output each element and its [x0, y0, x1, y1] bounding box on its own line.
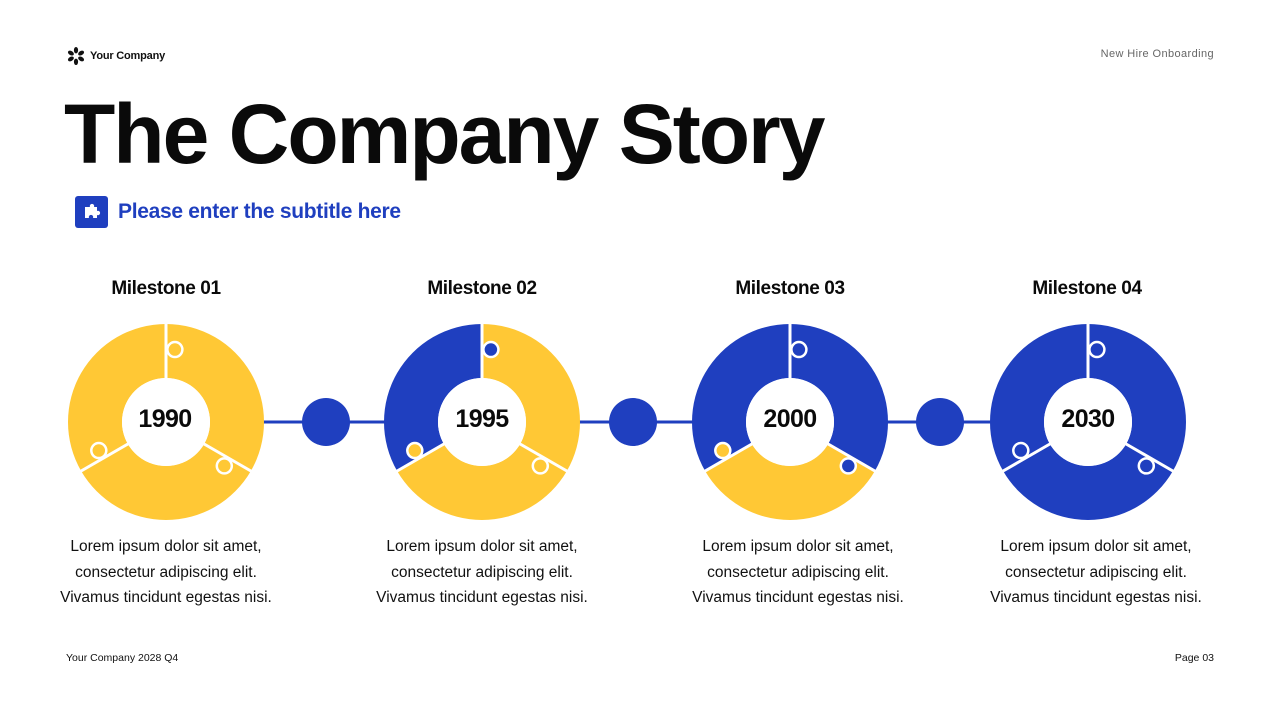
ring-segment — [166, 324, 264, 471]
puzzle-ring — [384, 322, 580, 520]
ring-center — [122, 378, 210, 466]
ring-seam — [702, 442, 754, 474]
puzzle-knob — [790, 340, 808, 359]
ring-segment — [384, 324, 482, 471]
ring-segment — [67, 324, 166, 471]
milestone-label-01: Milestone 01 — [111, 278, 221, 299]
ring-segment — [705, 444, 875, 520]
ring-segment — [1003, 444, 1173, 520]
footer-company: Your Company 2028 Q4 — [66, 652, 179, 664]
ring-segment — [482, 324, 580, 471]
timeline-dot — [302, 398, 350, 446]
ring-seam — [202, 442, 254, 474]
section-label: New Hire Onboarding — [1100, 48, 1214, 60]
timeline-dot — [609, 398, 657, 446]
milestone-label-02: Milestone 02 — [427, 278, 537, 299]
milestone-year-01: 1990 — [138, 405, 192, 433]
ring-seam — [1000, 442, 1052, 474]
subtitle-row: Please enter the subtitle here — [75, 196, 401, 228]
puzzle-piece-icon — [75, 196, 108, 228]
ring-seam — [1124, 442, 1176, 474]
desc-line: consectetur adipiscing elit. — [75, 563, 257, 581]
puzzle-knob — [406, 441, 424, 460]
ring-seam — [78, 442, 130, 474]
milestone-year-02: 1995 — [455, 405, 509, 433]
ring-seam — [518, 442, 570, 474]
puzzle-knob — [1137, 457, 1156, 475]
milestone-desc-01: Lorem ipsum dolor sit amet, consectetur … — [36, 534, 296, 611]
desc-line: Lorem ipsum dolor sit amet, — [1000, 538, 1192, 555]
page-title: The Company Story — [64, 87, 825, 181]
milestone-year-04: 2030 — [1061, 405, 1115, 433]
ring-center — [438, 378, 526, 466]
milestone-desc-03: Lorem ipsum dolor sit amet, consectetur … — [668, 534, 928, 611]
milestone-desc-04: Lorem ipsum dolor sit amet, consectetur … — [966, 534, 1226, 611]
desc-line: Vivamus tincidunt egestas nisi. — [60, 589, 272, 606]
puzzle-knob — [166, 340, 184, 359]
puzzle-knob — [531, 457, 550, 475]
puzzle-knob — [215, 457, 234, 475]
ring-segment — [1088, 324, 1186, 471]
desc-line: consectetur adipiscing elit. — [1005, 563, 1187, 581]
page-number: Page 03 — [1174, 652, 1214, 664]
desc-line: Vivamus tincidunt egestas nisi. — [376, 589, 588, 606]
ring-center — [746, 378, 834, 466]
desc-line: Vivamus tincidunt egestas nisi. — [990, 589, 1202, 606]
asterisk-flower-icon — [67, 47, 85, 65]
desc-line: consectetur adipiscing elit. — [391, 563, 573, 581]
puzzle-knob — [1088, 340, 1106, 359]
desc-line: Lorem ipsum dolor sit amet, — [702, 538, 894, 555]
puzzle-knob — [839, 457, 858, 475]
desc-line: consectetur adipiscing elit. — [707, 563, 889, 581]
desc-line: Vivamus tincidunt egestas nisi. — [692, 589, 904, 606]
milestone-desc-02: Lorem ipsum dolor sit amet, consectetur … — [352, 534, 612, 611]
puzzle-ring — [990, 322, 1186, 520]
puzzle-knob — [714, 441, 732, 460]
ring-segment — [990, 324, 1088, 471]
milestone-label-03: Milestone 03 — [735, 278, 845, 299]
ring-segment — [790, 324, 888, 471]
milestone-year-03: 2000 — [763, 405, 817, 433]
brand-name: Your Company — [90, 50, 166, 62]
puzzle-knob — [482, 340, 500, 359]
ring-segment — [691, 324, 790, 471]
puzzle-ring — [67, 322, 264, 520]
puzzle-knob — [1012, 441, 1030, 460]
desc-line: Lorem ipsum dolor sit amet, — [386, 538, 578, 555]
subtitle: Please enter the subtitle here — [118, 200, 401, 223]
ring-segment — [81, 444, 251, 520]
puzzle-ring — [691, 322, 888, 520]
ring-seam — [394, 442, 446, 474]
timeline-dot — [916, 398, 964, 446]
ring-seam — [826, 442, 878, 474]
puzzle-knob — [90, 441, 108, 460]
desc-line: Lorem ipsum dolor sit amet, — [70, 538, 262, 555]
ring-segment — [397, 444, 567, 520]
milestone-label-04: Milestone 04 — [1032, 278, 1142, 299]
ring-center — [1044, 378, 1132, 466]
timeline-graphic — [67, 322, 1186, 520]
timeline — [0, 310, 1280, 540]
brand[interactable]: Your Company — [66, 46, 165, 66]
